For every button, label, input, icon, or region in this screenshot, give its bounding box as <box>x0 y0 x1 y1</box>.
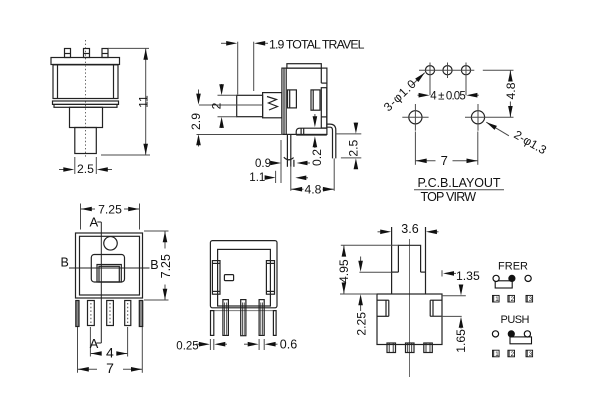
svg-text:1.1: 1.1 <box>249 172 265 184</box>
svg-text:2: 2 <box>209 102 223 109</box>
svg-text:7.25: 7.25 <box>98 202 122 216</box>
svg-text:0.2: 0.2 <box>310 149 324 166</box>
svg-text:4.95: 4.95 <box>337 259 351 283</box>
svg-text:2: 2 <box>511 351 515 358</box>
svg-text:11: 11 <box>137 95 151 108</box>
svg-text:4 ± 0.05: 4 ± 0.05 <box>430 90 466 102</box>
svg-text:1.65: 1.65 <box>454 329 468 353</box>
svg-text:2.5: 2.5 <box>77 162 94 176</box>
svg-text:2.25: 2.25 <box>354 312 368 336</box>
svg-text:7: 7 <box>106 360 114 376</box>
svg-text:TOP VIRW: TOP VIRW <box>421 190 477 204</box>
svg-text:2: 2 <box>511 296 515 303</box>
svg-text:PUSH: PUSH <box>501 314 530 326</box>
svg-text:1.35: 1.35 <box>456 269 480 283</box>
svg-text:1: 1 <box>495 351 499 358</box>
svg-text:A: A <box>89 215 98 230</box>
svg-text:3: 3 <box>529 296 533 303</box>
svg-text:1.9 TOTAL TRAVEL: 1.9 TOTAL TRAVEL <box>269 37 365 51</box>
svg-text:4: 4 <box>106 345 114 361</box>
svg-text:0.25: 0.25 <box>176 340 198 352</box>
svg-text:7: 7 <box>441 153 448 168</box>
svg-text:2.9: 2.9 <box>189 113 203 130</box>
svg-text:P.C.B.LAYOUT: P.C.B.LAYOUT <box>418 176 501 190</box>
svg-text:FRER: FRER <box>498 260 528 272</box>
svg-text:2.5: 2.5 <box>347 140 361 157</box>
svg-text:0.6: 0.6 <box>280 337 297 351</box>
svg-text:4.8: 4.8 <box>504 82 518 99</box>
svg-text:1: 1 <box>495 296 499 303</box>
svg-text:3: 3 <box>529 351 533 358</box>
svg-text:7.25: 7.25 <box>159 254 173 278</box>
svg-text:4.8: 4.8 <box>305 183 322 197</box>
svg-text:B: B <box>61 256 69 270</box>
svg-text:0.9: 0.9 <box>255 158 271 170</box>
svg-text:A: A <box>90 336 99 351</box>
svg-text:3.6: 3.6 <box>401 222 418 236</box>
svg-text:B: B <box>150 258 158 272</box>
